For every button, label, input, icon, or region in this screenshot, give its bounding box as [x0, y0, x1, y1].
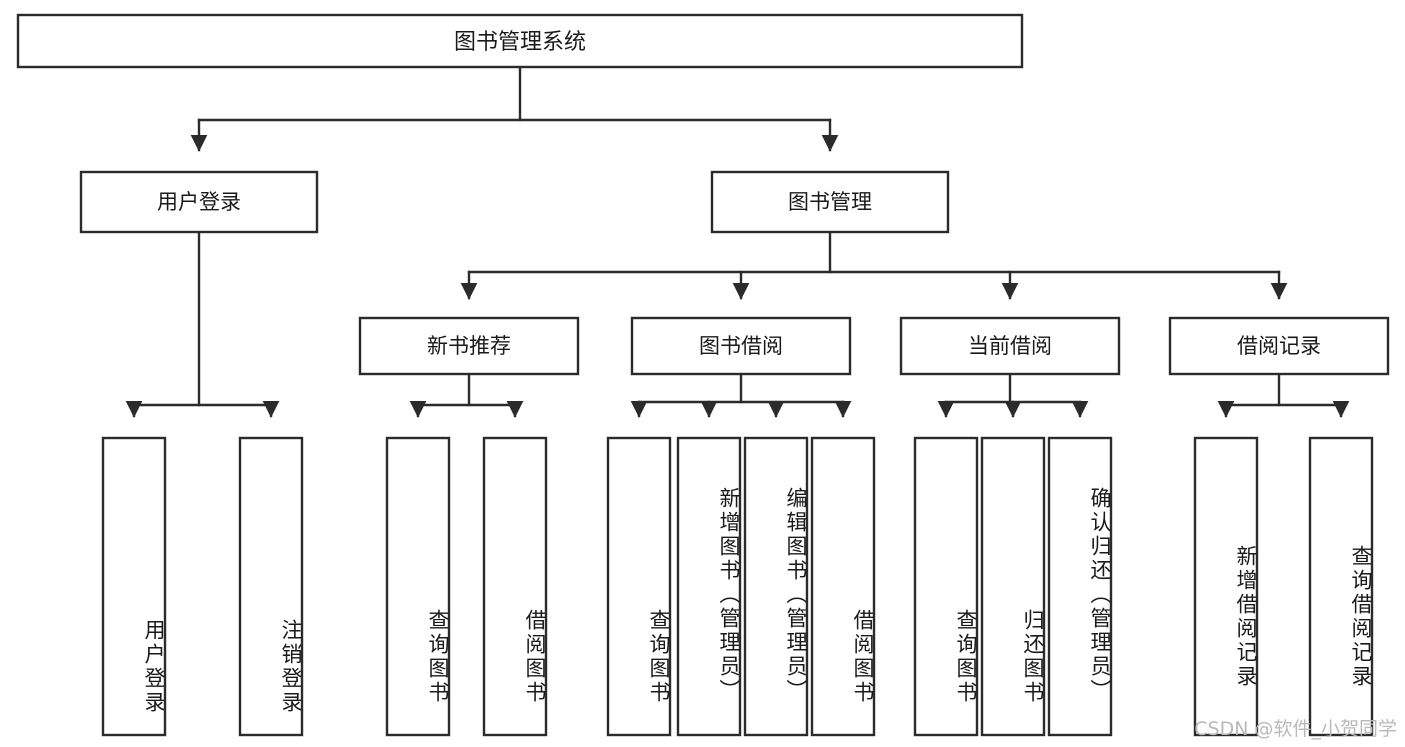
node-leaf-user-login-box[interactable] [101, 436, 167, 737]
node-new-book-recommend-label: 新书推荐 [427, 334, 511, 358]
node-borrow-record-label: 借阅记录 [1237, 334, 1321, 358]
node-leaf-query-book-recommend-box[interactable] [385, 436, 451, 737]
node-layer: 图书管理系统 用户登录 图书管理 新书推荐 图书借阅 当前借阅 借阅记录 [16, 13, 1390, 737]
node-book-management-label: 图书管理 [788, 190, 872, 214]
node-leaf-query-book-borrow-box[interactable] [606, 436, 672, 737]
node-leaf-borrow-book-box[interactable] [810, 436, 876, 737]
node-leaf-add-borrow-record-box[interactable] [1193, 436, 1259, 737]
node-leaf-query-book-current-box[interactable] [913, 436, 979, 737]
node-current-borrow-label: 当前借阅 [968, 334, 1052, 358]
node-book-borrow-label: 图书借阅 [699, 334, 783, 358]
node-leaf-query-borrow-record-box[interactable] [1308, 436, 1374, 737]
node-root-label: 图书管理系统 [454, 30, 586, 55]
node-new-book-recommend-box[interactable] [358, 316, 580, 376]
node-book-borrow-box[interactable] [630, 316, 852, 376]
node-book-management-box[interactable] [710, 170, 950, 234]
node-leaf-logout-login-box[interactable] [238, 436, 304, 737]
node-leaf-confirm-return-admin-box[interactable] [1047, 436, 1113, 737]
node-user-login-box[interactable] [79, 170, 319, 234]
csdn-watermark: CSDN @软件_小贺同学 [1194, 718, 1397, 740]
node-leaf-borrow-book-recommend-box[interactable] [482, 436, 548, 737]
node-leaf-edit-book-admin-box[interactable] [743, 436, 809, 737]
connector-layer [125, 65, 1350, 418]
node-leaf-add-book-admin-box[interactable] [676, 436, 742, 737]
node-current-borrow-box[interactable] [899, 316, 1121, 376]
node-user-login-label: 用户登录 [157, 190, 241, 214]
node-borrow-record-box[interactable] [1168, 316, 1390, 376]
node-root-box[interactable] [16, 13, 1024, 69]
node-leaf-return-book-box[interactable] [980, 436, 1046, 737]
